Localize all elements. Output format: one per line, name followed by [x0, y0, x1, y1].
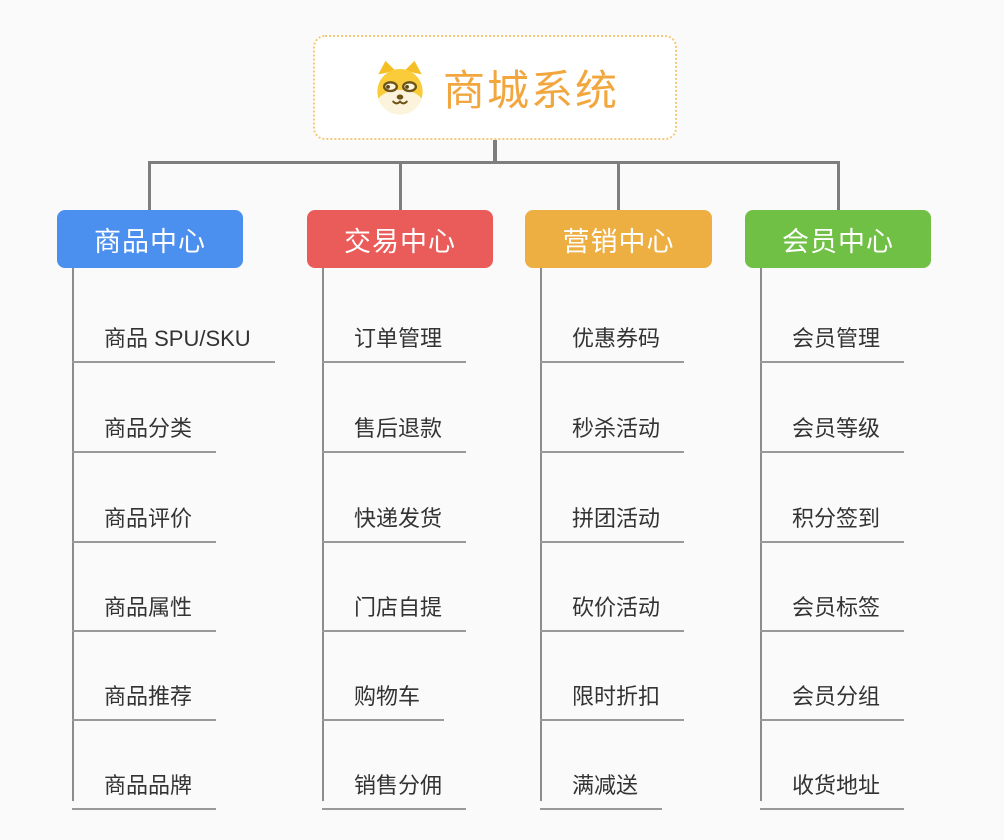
- leaf-node[interactable]: 门店自提: [322, 576, 467, 632]
- leaf-node[interactable]: 满减送: [540, 754, 663, 810]
- connector-drop-2: [399, 161, 402, 210]
- leaf-node[interactable]: 商品分类: [72, 397, 217, 453]
- leaf-node[interactable]: 销售分佣: [322, 754, 467, 810]
- trunk-product-center: [72, 268, 74, 801]
- leaf-node[interactable]: 快递发货: [322, 487, 467, 543]
- leaf-node[interactable]: 会员等级: [760, 397, 905, 453]
- branch-node-trade-center[interactable]: 交易中心: [307, 210, 493, 268]
- branch-node-marketing-center[interactable]: 营销中心: [525, 210, 712, 268]
- leaf-node[interactable]: 购物车: [322, 665, 445, 721]
- leaf-node[interactable]: 商品 SPU/SKU: [72, 307, 275, 363]
- leaf-node[interactable]: 商品评价: [72, 487, 217, 543]
- leaf-node[interactable]: 收货地址: [760, 754, 905, 810]
- leaf-node[interactable]: 商品推荐: [72, 665, 217, 721]
- doge-icon: [377, 60, 423, 114]
- connector-drop-3: [617, 161, 620, 210]
- connector-rail: [148, 161, 839, 164]
- leaf-node[interactable]: 会员管理: [760, 307, 905, 363]
- leaf-node[interactable]: 砍价活动: [540, 576, 685, 632]
- leaf-node[interactable]: 拼团活动: [540, 487, 685, 543]
- trunk-member-center: [760, 268, 762, 801]
- root-node[interactable]: 商城系统: [313, 35, 677, 140]
- leaf-node[interactable]: 会员标签: [760, 576, 905, 632]
- root-title: 商城系统: [442, 67, 619, 114]
- leaf-node[interactable]: 秒杀活动: [540, 397, 685, 453]
- connector-drop-4: [837, 161, 840, 210]
- leaf-node[interactable]: 商品属性: [72, 576, 217, 632]
- trunk-marketing-center: [540, 268, 542, 801]
- leaf-node[interactable]: 限时折扣: [540, 665, 685, 721]
- branch-node-product-center[interactable]: 商品中心: [57, 210, 243, 268]
- leaf-node[interactable]: 售后退款: [322, 397, 467, 453]
- leaf-node[interactable]: 订单管理: [322, 307, 467, 363]
- trunk-trade-center: [322, 268, 324, 801]
- leaf-node[interactable]: 会员分组: [760, 665, 905, 721]
- connector-drop-1: [148, 161, 151, 210]
- connector-root-stub: [493, 140, 497, 163]
- leaf-node[interactable]: 积分签到: [760, 487, 905, 543]
- leaf-node[interactable]: 优惠券码: [540, 307, 685, 363]
- branch-node-member-center[interactable]: 会员中心: [745, 210, 931, 268]
- leaf-node[interactable]: 商品品牌: [72, 754, 217, 810]
